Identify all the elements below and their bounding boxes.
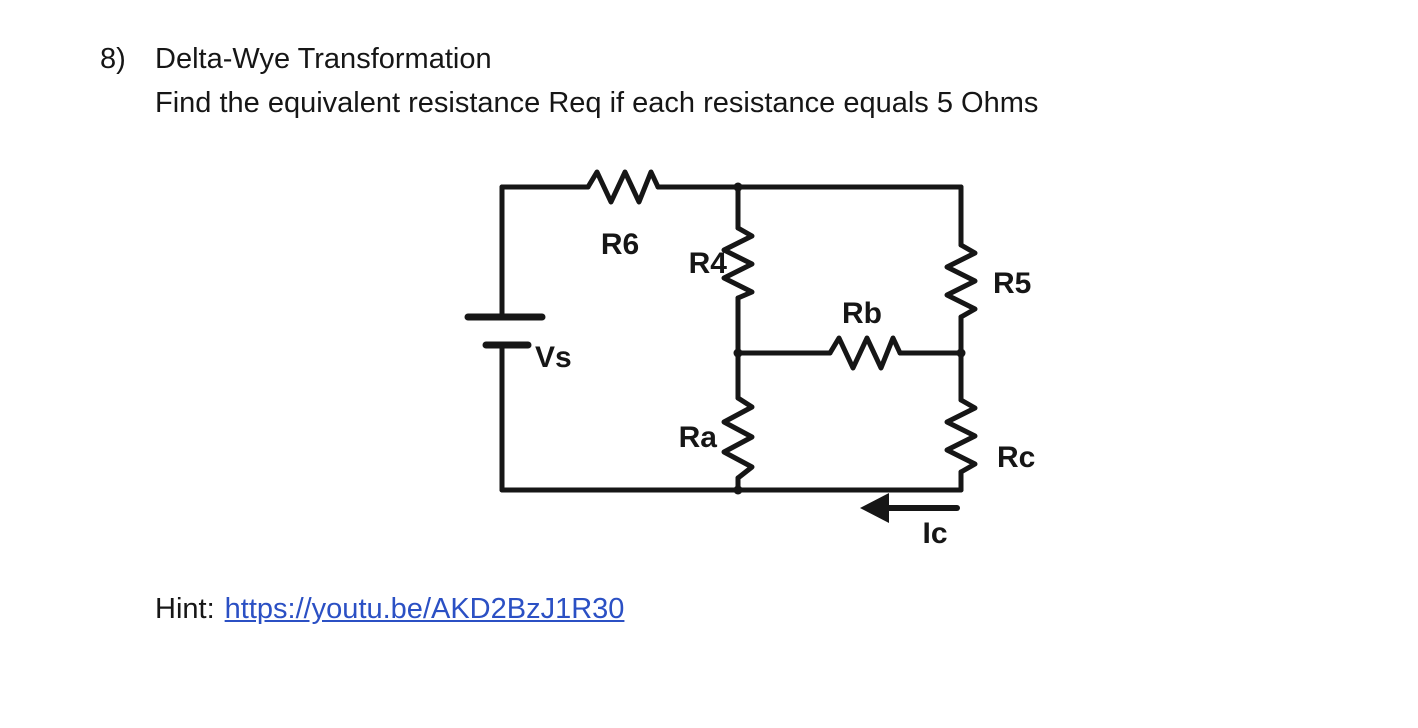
resistor-label-ra: Ra: [679, 421, 718, 454]
hint-label: Hint:: [155, 593, 215, 625]
resistor-label-r6: R6: [601, 228, 639, 261]
resistor-label-rc: Rc: [997, 441, 1035, 474]
junction-dot: [956, 348, 966, 358]
resistor-label-rb: Rb: [842, 297, 882, 330]
source-label-vs: Vs: [535, 341, 572, 374]
problem-instruction: Find the equivalent resistance Req if ea…: [155, 87, 1039, 119]
current-arrowhead-icon: [860, 493, 889, 523]
junction-dot: [733, 485, 743, 495]
resistor-r5: [944, 242, 978, 320]
current-label-ic: Ic: [922, 517, 947, 550]
hint-line: Hint: https://youtu.be/AKD2BzJ1R30: [155, 592, 624, 626]
resistor-label-r5: R5: [993, 267, 1031, 300]
resistor-rb: [827, 335, 903, 371]
resistor-rc: [944, 397, 978, 475]
problem-number: 8): [100, 43, 126, 75]
resistor-ra: [721, 395, 755, 481]
resistor-r4: [721, 225, 755, 301]
resistor-label-r4: R4: [689, 247, 728, 280]
hint-link[interactable]: https://youtu.be/AKD2BzJ1R30: [224, 593, 625, 625]
junction-dot: [733, 182, 743, 192]
circuit-diagram: R6 R4 Rb R5 Vs Ra Rc Ic: [464, 169, 1035, 550]
junction-dot: [733, 348, 743, 358]
problem-title: Delta-Wye Transformation: [155, 43, 492, 75]
resistor-r6: [585, 169, 661, 205]
